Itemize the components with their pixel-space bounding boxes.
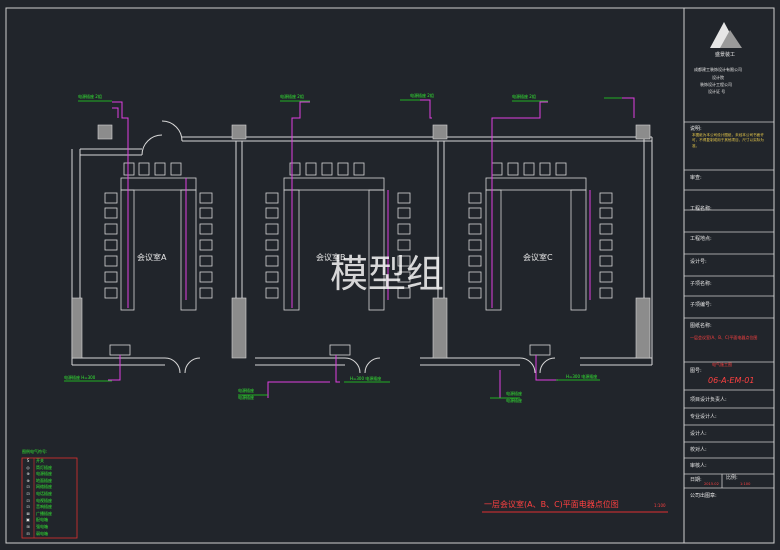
company-line-3: 设计证 号	[708, 89, 726, 94]
field-sub-name: 子项名称:	[690, 281, 712, 287]
room-b-furniture	[265, 162, 411, 356]
legend-symbol-icon: ⊡	[26, 490, 30, 496]
electrical-wiring	[108, 97, 635, 398]
legend-label: 音响插座	[36, 504, 52, 510]
legend-row: ◎ 筒灯插座	[22, 465, 82, 472]
company-line-2: 装饰设计工程公司	[700, 82, 732, 87]
legend-row: ⊡ 网络插座	[22, 484, 82, 491]
legend-label: 电源插座	[36, 471, 52, 477]
date-label: 日期:	[690, 477, 702, 483]
notes-label: 说明:	[690, 126, 702, 132]
legend-title: 图例电气符号:	[22, 449, 48, 454]
legend-label: 地面插座	[36, 477, 52, 483]
callout-top-b: 电源插座 2组	[280, 94, 304, 99]
legend-label: 强电箱	[36, 523, 48, 529]
drawing-name-label: 图纸名称:	[690, 323, 712, 329]
legend-label: 网络插座	[36, 484, 52, 490]
legend-symbol-icon: ⊡	[26, 504, 30, 510]
legend-row: ⊠ 广播插座	[22, 511, 82, 518]
callout-top-c: 电源插座 2组	[512, 94, 536, 99]
legend-row: ⊕ 电源插座	[22, 471, 82, 478]
room-label-c: 会议室C	[523, 253, 553, 262]
review-label: 审查:	[690, 175, 702, 181]
legend-symbol-icon: ⊡	[26, 484, 30, 490]
legend-row: ⊟ 弱电箱	[22, 531, 82, 538]
legend-symbol-icon: ⊕	[26, 471, 30, 477]
company-name: 盛景装工	[715, 52, 736, 58]
drawing-no-label: 图号:	[690, 368, 702, 374]
callout-bottom-b-1: 电源插座	[238, 388, 254, 393]
floor-plan	[71, 120, 653, 374]
legend-label: 配电箱	[36, 517, 48, 523]
callout-bottom-left: 电源插座 H=300	[64, 375, 96, 380]
legend-row: ⊕ 地面插座	[22, 478, 82, 485]
legend-label: 电话插座	[36, 490, 52, 496]
field-sub-no: 子项编号:	[690, 302, 712, 308]
drawing-no-value: 06-A-EM-01	[708, 376, 755, 385]
sheet-border	[5, 7, 775, 544]
legend-row: ▣ 配电箱	[22, 517, 82, 524]
sign-specialist: 专业设计人:	[690, 414, 717, 420]
watermark: 模型组	[330, 252, 445, 296]
legend-symbol-icon: ◎	[26, 464, 30, 470]
legend-symbol-icon: ⊠	[26, 510, 30, 516]
legend: 图例电气符号: S 开关 ◎ 筒灯插座 ⊕ 电源插座 ⊕ 地面插座 ⊡ 网络插座 ⊡ 电话插座 ⊡ 电视插…	[22, 450, 82, 537]
callout-bottom-mid1: H=300 电源插座	[350, 376, 382, 381]
legend-row: ⊡ 电视插座	[22, 498, 82, 505]
ratio-label: 比例:	[726, 475, 738, 481]
field-design-no: 设计号:	[690, 259, 707, 265]
room-c-furniture	[468, 162, 613, 356]
callout-bottom-mid2: H=300 电源插座	[566, 374, 598, 379]
title-block-lines	[684, 121, 774, 489]
callout-bottom-b-2: 电源插座	[238, 395, 254, 400]
company-logo	[710, 22, 742, 48]
legend-row: ⊡ 音响插座	[22, 504, 82, 511]
field-project-name: 工程名称:	[690, 206, 712, 212]
legend-row: ⊞ 强电箱	[22, 524, 82, 531]
legend-label: 开关	[36, 458, 44, 463]
field-project-site: 工程地点:	[690, 236, 712, 242]
structural-columns	[71, 124, 651, 359]
legend-symbol-icon: ⊟	[26, 530, 30, 536]
notes-text: 本图纸为本公司设计图纸，未经本公司书面许可，不得复制或用于其他项目，尺寸以实际为…	[692, 133, 764, 148]
legend-label: 弱电箱	[36, 530, 48, 536]
room-a-furniture	[104, 162, 213, 356]
callout-top-a: 电源插座 2组	[78, 94, 102, 99]
sign-checker: 校对人:	[690, 447, 707, 453]
date-value: 2015.02	[704, 482, 719, 486]
sign-lead: 项目设计负责人:	[690, 397, 727, 403]
legend-symbol-icon: ⊡	[26, 497, 30, 503]
legend-label: 广播插座	[36, 510, 52, 516]
drawing-no-small: 电气施工图	[712, 362, 732, 367]
callout-top-mid: 电源插座 2组	[410, 93, 434, 98]
legend-symbol-icon: S	[26, 458, 30, 463]
drawing-scale: 1:100	[654, 503, 666, 508]
legend-label: 电视插座	[36, 497, 52, 503]
legend-label: 筒灯插座	[36, 464, 52, 470]
ratio-value: 1:100	[740, 482, 751, 486]
legend-frame	[21, 457, 78, 539]
legend-symbol-icon: ⊕	[26, 477, 30, 483]
drawing-title: 一层会议室(A、B、C)平面电器点位图	[484, 500, 619, 509]
callout-bottom-c-2: 电源插座	[506, 398, 522, 403]
company-line-1: 设计院	[712, 75, 724, 80]
callout-leaders	[64, 97, 622, 399]
sign-reviewer: 审核人:	[690, 463, 707, 469]
room-label-b: 会议室B	[316, 253, 346, 262]
drawing-name-value: 一层会议室(A、B、C)平面电器点位图	[690, 335, 758, 340]
stamp-label: 公司出图章:	[690, 493, 717, 499]
legend-symbol-icon: ▣	[26, 517, 30, 523]
callout-bottom-c-1: 电源插座	[506, 391, 522, 396]
legend-row: S 开关	[22, 458, 82, 465]
room-label-a: 会议室A	[137, 253, 167, 262]
legend-symbol-icon: ⊞	[26, 523, 30, 529]
legend-row: ⊡ 电话插座	[22, 491, 82, 498]
company-sub: 成都建工装饰设计有限公司	[694, 67, 742, 72]
sign-designer: 设计人:	[690, 431, 707, 437]
legend-rows: S 开关 ◎ 筒灯插座 ⊕ 电源插座 ⊕ 地面插座 ⊡ 网络插座 ⊡ 电话插座 ⊡ 电视插座 ⊡ 音响插座 ⊠ 广…	[22, 458, 82, 537]
